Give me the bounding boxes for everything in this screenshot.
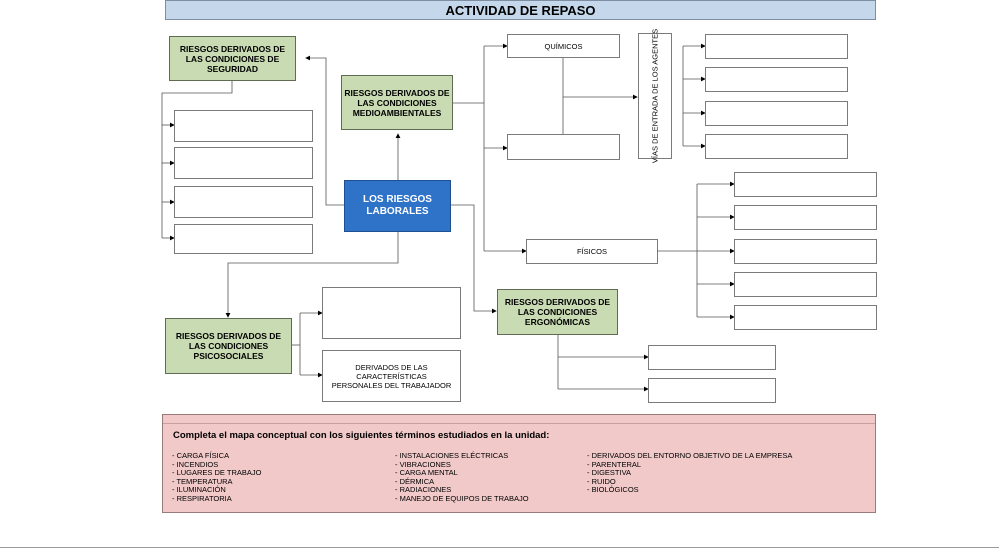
node-seguridad: RIESGOS DERIVADOS DE LAS CONDICIONES DE … [169, 36, 296, 81]
empty-box-fisicos-2[interactable] [734, 205, 877, 230]
empty-box-seguridad-3[interactable] [174, 186, 313, 218]
term: - VIBRACIONES [395, 459, 451, 469]
node-center: LOS RIESGOS LABORALES [344, 180, 451, 232]
term: - RUIDO [587, 476, 616, 486]
terms-column-2: - INSTALACIONES ELÉCTRICAS - VIBRACIONES… [395, 451, 529, 503]
node-ergonomicas: RIESGOS DERIVADOS DE LAS CONDICIONES ERG… [497, 289, 618, 335]
instructions-lead: Completa el mapa conceptual con los sigu… [173, 430, 550, 441]
term: - CARGA FÍSICA [172, 451, 230, 460]
empty-box-vias-1[interactable] [705, 34, 848, 59]
empty-box-vias-4[interactable] [705, 134, 848, 159]
empty-box-seguridad-2[interactable] [174, 147, 313, 179]
term: - RADIACIONES [395, 485, 452, 494]
empty-box-vias-3[interactable] [705, 101, 848, 126]
page-title: ACTIVIDAD DE REPASO [165, 0, 876, 20]
term: - DIGESTIVA [587, 468, 632, 477]
box-caracteristicas: DERIVADOS DE LAS CARACTERÍSTICAS PERSONA… [322, 350, 461, 402]
term: - TEMPERATURA [172, 476, 233, 486]
term: - RESPIRATORIA [172, 493, 232, 503]
empty-box-medioambientales[interactable] [507, 134, 620, 160]
box-quimicos: QUÍMICOS [507, 34, 620, 58]
term: - INSTALACIONES ELÉCTRICAS [395, 451, 509, 460]
empty-box-ergonomicas-1[interactable] [648, 345, 776, 370]
empty-box-seguridad-4[interactable] [174, 224, 313, 254]
empty-box-fisicos-1[interactable] [734, 172, 877, 197]
node-medioambientales: RIESGOS DERIVADOS DE LAS CONDICIONES MED… [341, 75, 453, 130]
empty-box-psicosociales[interactable] [322, 287, 461, 339]
terms-column-1: - CARGA FÍSICA - INCENDIOS - LUGARES DE … [172, 451, 262, 503]
node-psicosociales: RIESGOS DERIVADOS DE LAS CONDICIONES PSI… [165, 318, 292, 374]
term: - LUGARES DE TRABAJO [172, 468, 262, 477]
empty-box-fisicos-3[interactable] [734, 239, 877, 264]
box-vias-entrada: VÍAS DE ENTRADA DE LOS AGENTES [638, 29, 672, 163]
empty-box-fisicos-4[interactable] [734, 272, 877, 297]
term: - BIOLÓGICOS [587, 485, 639, 494]
empty-box-fisicos-5[interactable] [734, 305, 877, 330]
page-bottom-divider [0, 547, 999, 548]
term: - MANEJO DE EQUIPOS DE TRABAJO [395, 493, 529, 503]
box-fisicos: FÍSICOS [526, 239, 658, 264]
term: - INCENDIOS [172, 459, 219, 469]
term: - DÉRMICA [395, 476, 435, 486]
term: - DERIVADOS DEL ENTORNO OBJETIVO DE LA E… [587, 451, 793, 460]
empty-box-ergonomicas-2[interactable] [648, 378, 776, 403]
terms-column-3: - DERIVADOS DEL ENTORNO OBJETIVO DE LA E… [587, 451, 793, 495]
term: - PARENTERAL [587, 459, 642, 469]
empty-box-seguridad-1[interactable] [174, 110, 313, 142]
term: - ILUMINACIÓN [172, 485, 226, 494]
instructions-header-strip [163, 415, 875, 424]
term: - CARGA MENTAL [395, 468, 458, 477]
empty-box-vias-2[interactable] [705, 67, 848, 92]
instructions-panel: Completa el mapa conceptual con los sigu… [162, 414, 876, 513]
